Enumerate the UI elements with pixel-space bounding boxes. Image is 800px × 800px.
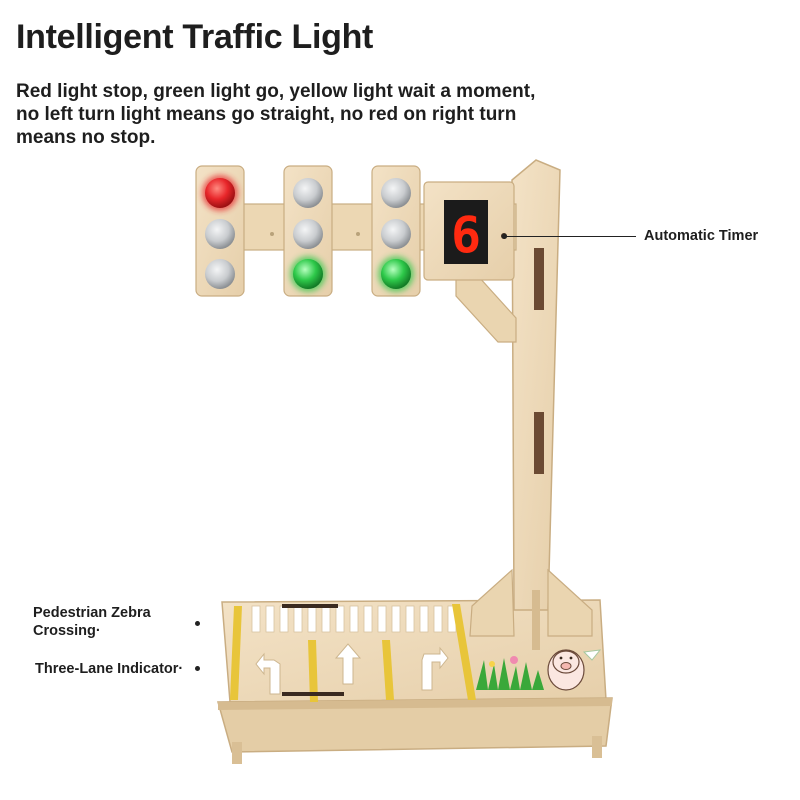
three-lane-indicator-label: Three-Lane Indicator· [35,661,184,677]
timer-callout-line [506,236,636,237]
lane-callout-dot [195,666,200,671]
seven-segment-display [444,200,488,264]
yellow-light-off-icon [381,219,411,249]
yellow-light-off-icon [205,219,235,249]
red-light-icon [205,178,235,208]
timer-callout-dot [502,234,507,239]
page-title: Intelligent Traffic Light [16,18,374,56]
signal-head-right [371,165,421,297]
slot-mark [282,692,344,696]
yellow-light-off-icon [293,219,323,249]
zebra-crossing-label: Pedestrian Zebra Crossing· [33,605,151,639]
arm-brace [455,275,517,343]
description-text: Red light stop, green light go, yellow l… [16,81,536,148]
pig-sticker [547,649,602,691]
wooden-pole [469,159,593,650]
signal-head-left [195,165,245,297]
zebra-crossing [251,605,457,633]
zebra-callout-dot [195,621,200,626]
lane-lines [230,604,476,702]
green-light-icon [293,259,323,289]
signal-head-middle [283,165,333,297]
green-light-icon [381,259,411,289]
automatic-timer-label: Automatic Timer [644,228,759,244]
lane-arrows [255,643,449,695]
green-light-off-icon [205,259,235,289]
red-light-off-icon [293,178,323,208]
grass-sticker [476,656,544,690]
slot-mark [282,604,338,608]
red-light-off-icon [381,178,411,208]
timer-box: 6 [423,181,515,281]
timer-digit: 6 [451,206,481,264]
